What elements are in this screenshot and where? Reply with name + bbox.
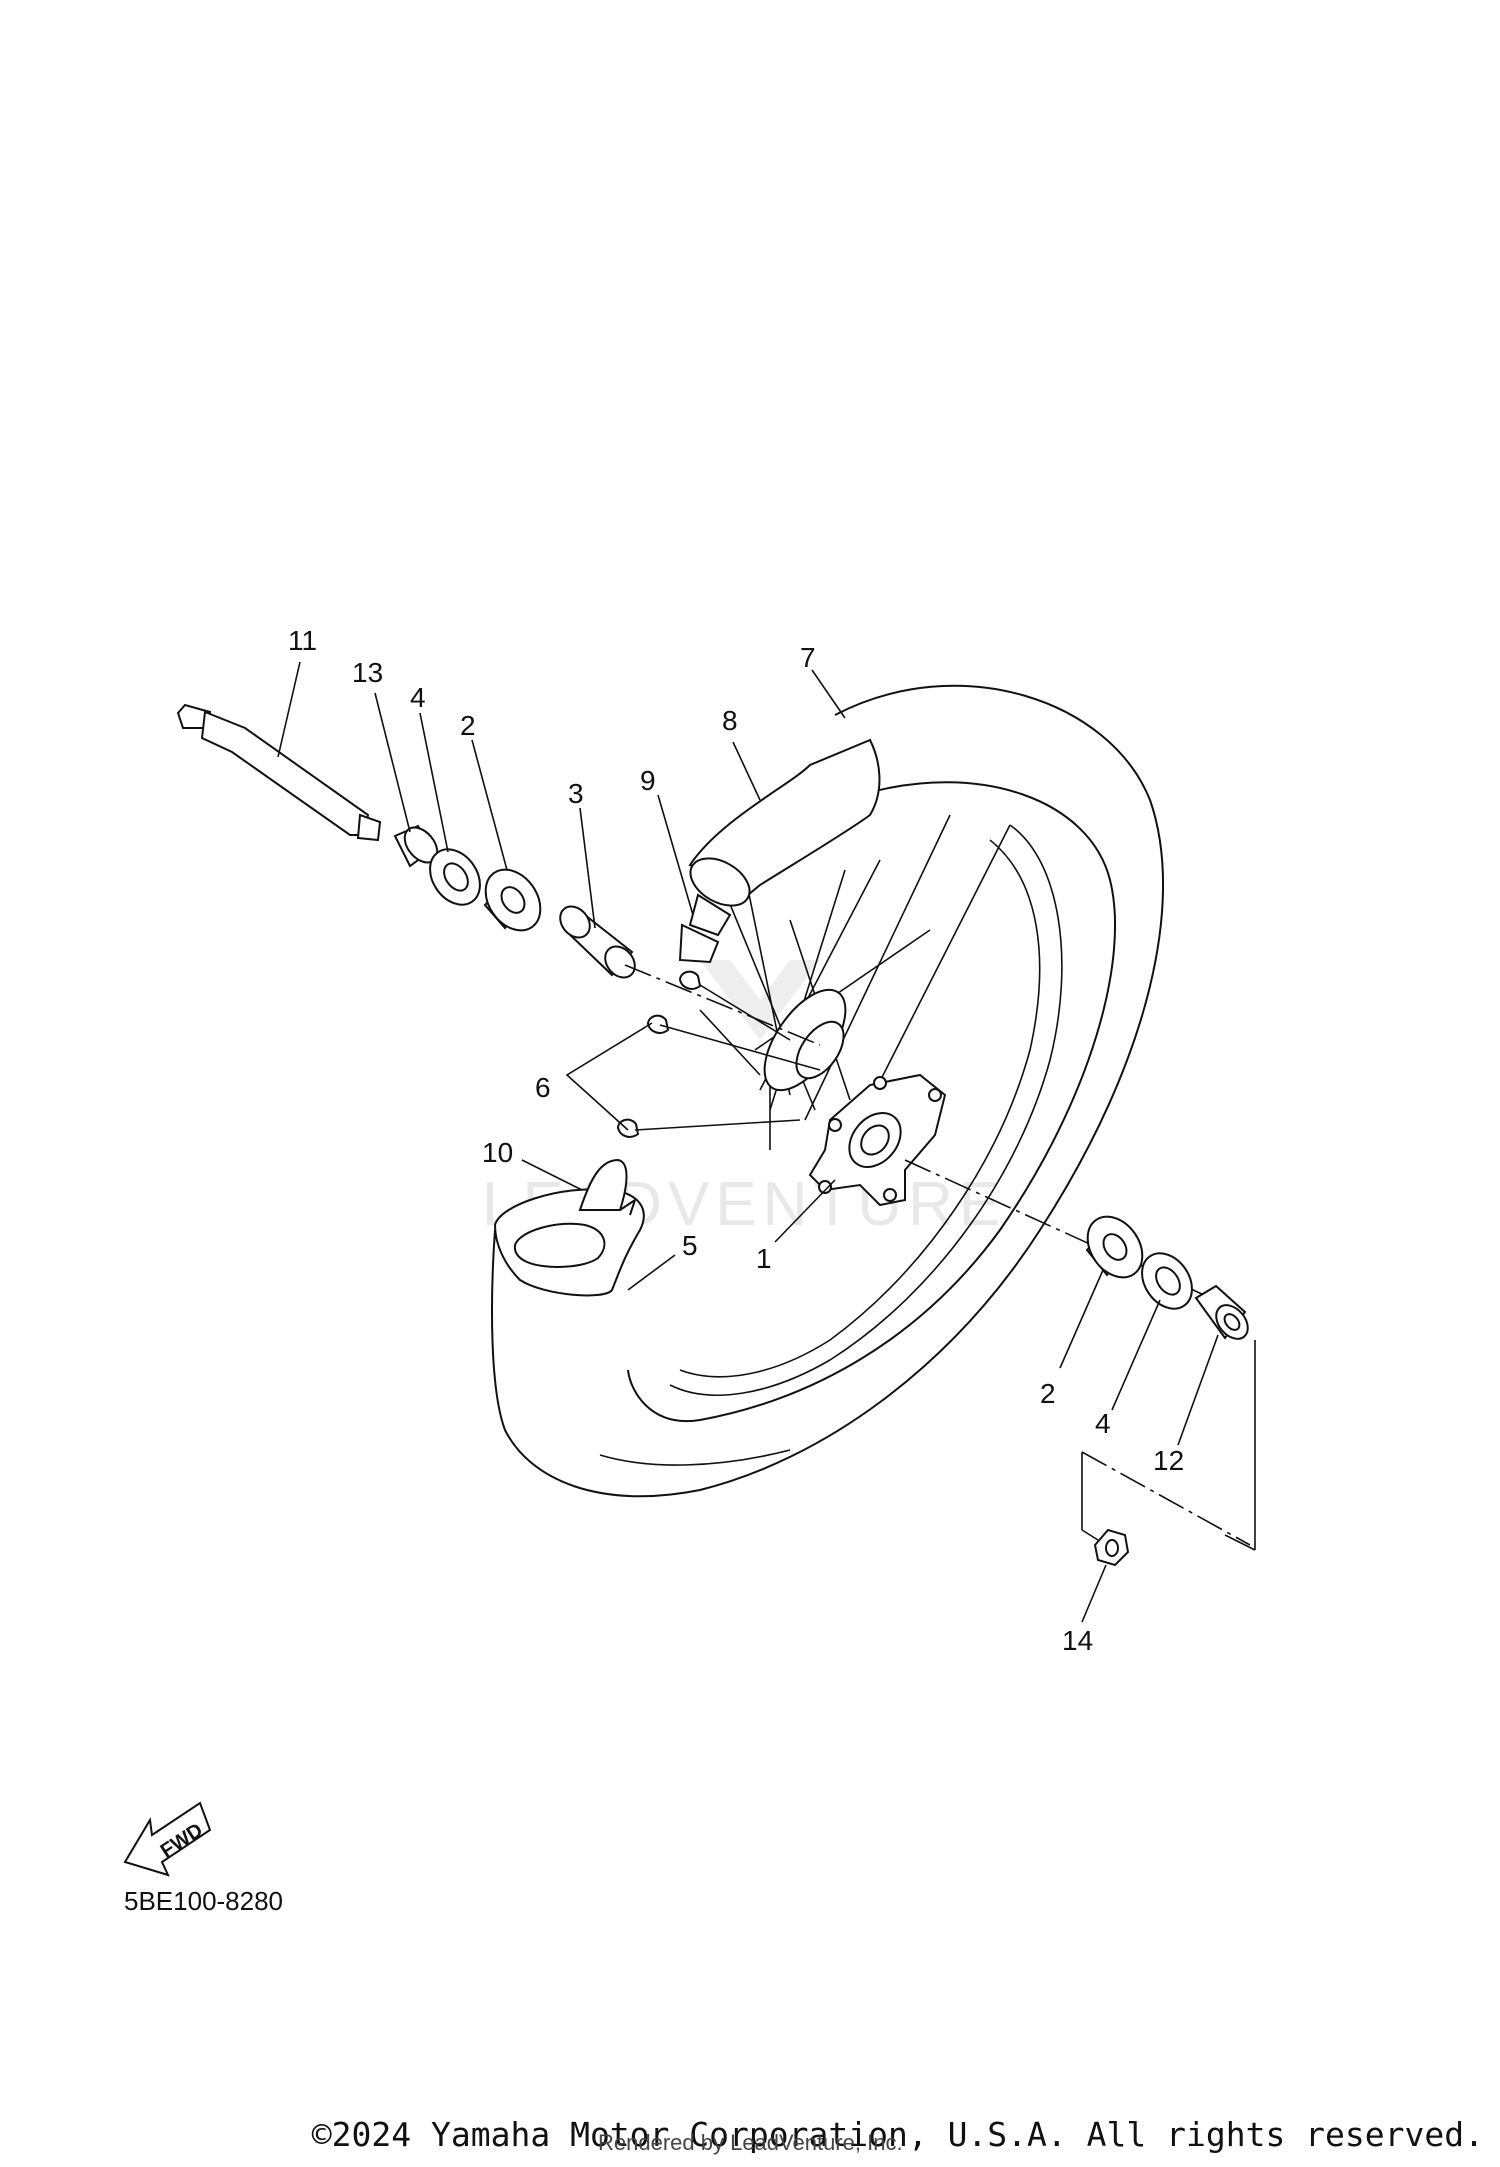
rendered-by-notice: Rendered by LeadVenture, Inc. [598,2130,903,2155]
bearing-left[interactable] [474,859,551,941]
tire[interactable] [491,684,1164,1498]
front-axle[interactable] [176,703,382,842]
callout-6: 6 [535,1072,551,1103]
oil-seal-right[interactable] [1132,1244,1202,1318]
callout-8: 8 [722,705,738,736]
tire-flap[interactable] [493,1188,645,1297]
tube-valve[interactable] [678,893,732,964]
rim-lock[interactable] [578,1158,636,1216]
callout-13: 13 [352,657,383,688]
callout-11: 11 [288,625,317,656]
bearing-right[interactable] [1076,1206,1153,1288]
callout-9: 9 [640,765,656,796]
callout-2-right: 2 [1040,1378,1056,1409]
callout-3: 3 [568,778,584,809]
callout-7: 7 [800,642,816,673]
rivets[interactable] [616,970,702,1138]
callout-1: 1 [756,1243,772,1274]
hub-assembly[interactable] [749,976,947,1207]
callout-14: 14 [1062,1625,1093,1656]
collar-right[interactable] [1194,1284,1254,1345]
oil-seal-left[interactable] [420,840,490,914]
callout-4-right: 4 [1095,1408,1111,1439]
callout-2-left: 2 [460,710,476,741]
axle-nut[interactable] [1093,1528,1130,1567]
callout-5: 5 [682,1230,698,1261]
assembly-bracket [1081,1340,1256,1551]
collar[interactable] [393,821,444,868]
callouts: 11 13 4 2 3 9 8 7 6 10 5 1 2 4 12 14 [288,625,1184,1656]
rim-band[interactable] [682,738,881,915]
callout-12: 12 [1153,1445,1184,1476]
fwd-arrow-icon: FWD [123,1801,212,1877]
callout-10: 10 [482,1137,513,1168]
spacer[interactable] [554,901,641,984]
callout-4-left: 4 [410,682,426,713]
diagram-code: 5BE100-8280 [124,1886,283,1916]
copyright-notice: ©2024 Yamaha Motor Corporation, U.S.A. A… [311,2115,1484,2154]
leader-lines [277,661,1219,1623]
